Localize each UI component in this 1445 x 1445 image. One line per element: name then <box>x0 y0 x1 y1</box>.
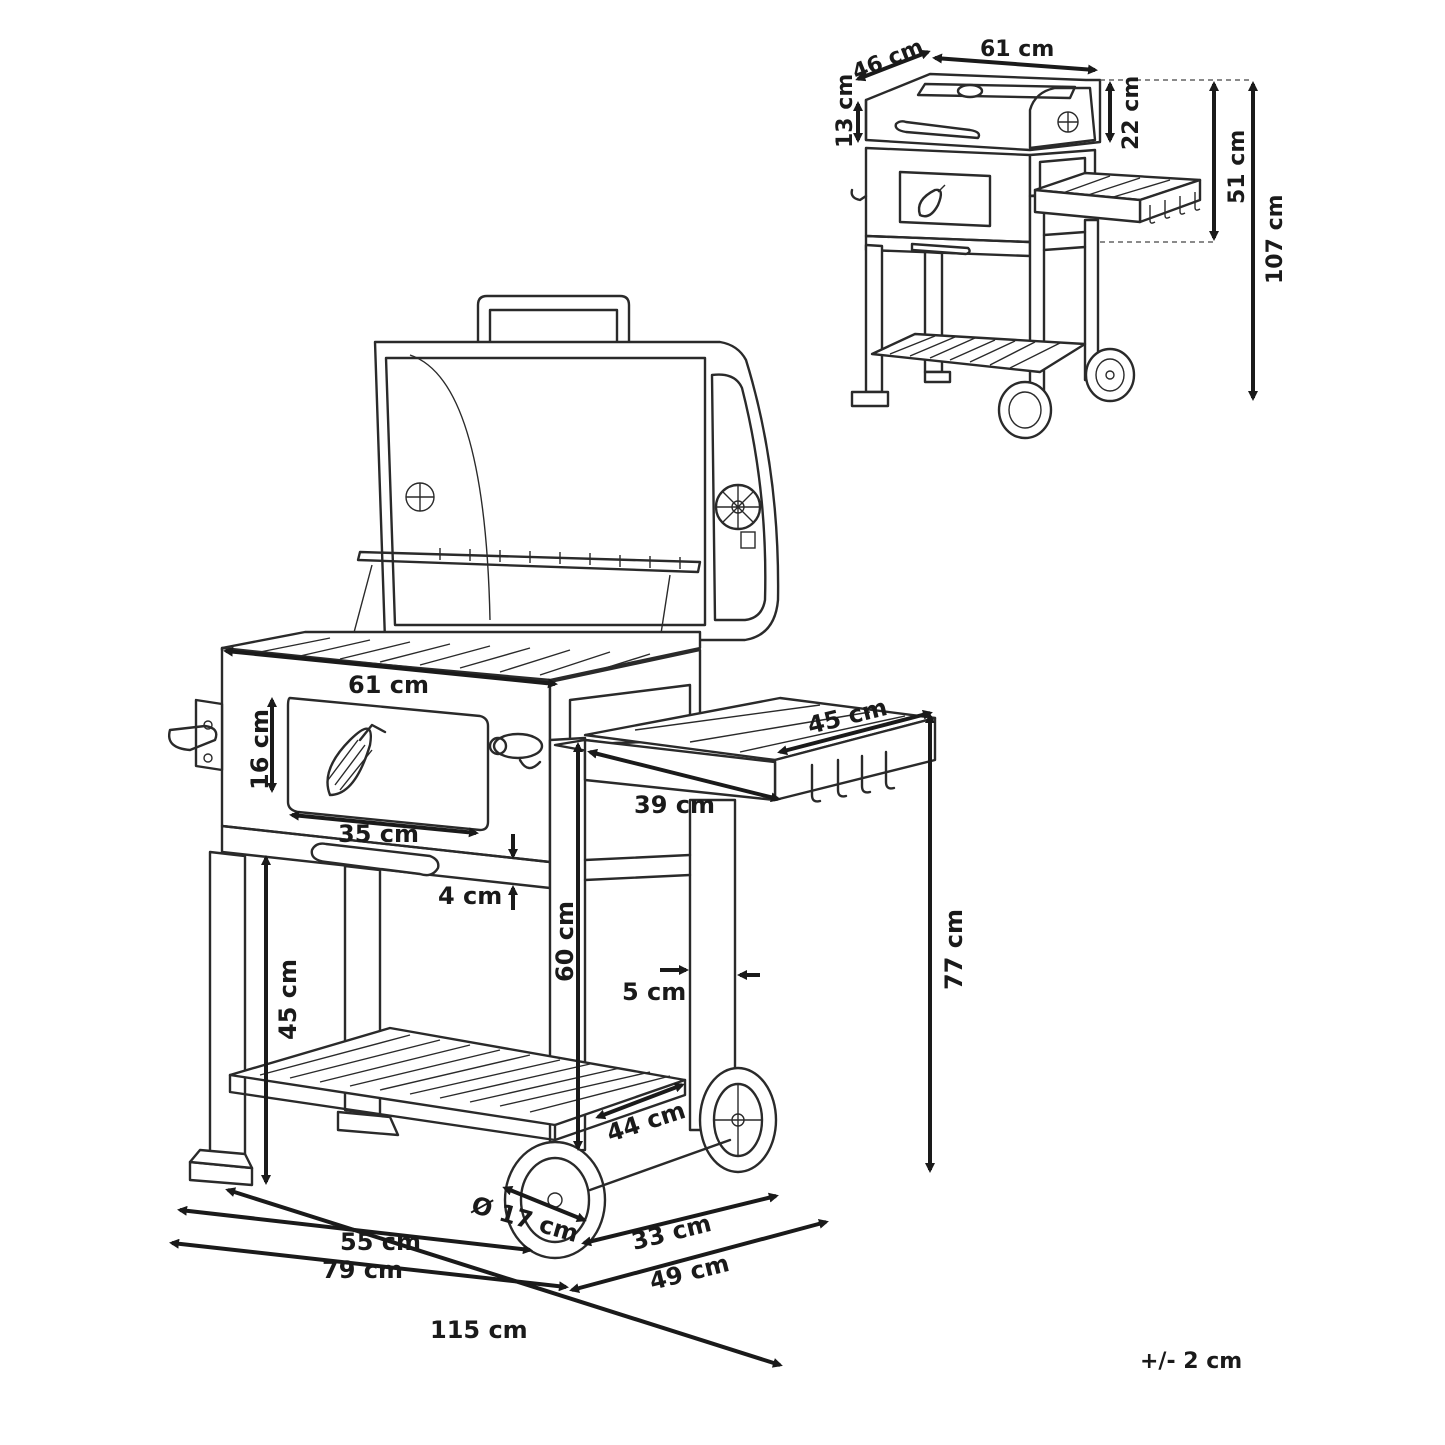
label-leg-height: 45 cm <box>274 959 302 1040</box>
small-hooks-icon <box>1149 192 1201 224</box>
small-rear-wheel-icon <box>1084 347 1136 403</box>
label-small-lid-height: 13 cm <box>833 74 858 148</box>
label-base-width: 55 cm <box>340 1228 421 1256</box>
small-thermometer-icon <box>917 184 946 218</box>
label-leg-width: 5 cm <box>622 978 686 1006</box>
label-small-lid-depth: 22 cm <box>1119 76 1144 150</box>
label-shelf-depth: 39 cm <box>634 791 715 819</box>
label-small-total-height: 107 cm <box>1263 194 1288 284</box>
main-dimension-lines <box>169 646 935 1368</box>
side-handle-icon <box>168 698 224 772</box>
damper-icon <box>714 483 762 549</box>
label-grill-width: 61 cm <box>348 671 429 699</box>
label-total-width: 115 cm <box>430 1316 528 1344</box>
label-small-depth: 46 cm <box>849 35 927 86</box>
tolerance-note: +/- 2 cm <box>1140 1349 1242 1374</box>
label-shelf-height: 77 cm <box>940 909 968 990</box>
rear-wheel-icon <box>698 1066 778 1174</box>
lid-vent-icon <box>405 482 435 512</box>
label-total-depth: 49 cm <box>647 1249 732 1296</box>
small-dimension-lines <box>853 49 1258 401</box>
knob-icon <box>488 732 544 770</box>
label-gap: 4 cm <box>438 882 502 910</box>
label-base-depth: 33 cm <box>629 1209 714 1256</box>
small-front-wheel-icon <box>997 380 1053 440</box>
label-body-width: 79 cm <box>322 1256 403 1284</box>
thermometer-icon <box>326 723 387 797</box>
label-window-width: 35 cm <box>338 820 419 848</box>
main-grill-drawing <box>168 294 937 1260</box>
label-small-width: 61 cm <box>980 37 1054 62</box>
label-body-height: 60 cm <box>551 901 579 982</box>
small-damper-icon <box>1057 111 1079 133</box>
label-small-top-height: 51 cm <box>1225 130 1250 204</box>
label-window-height: 16 cm <box>246 709 274 790</box>
small-grill-drawing <box>850 72 1202 440</box>
hooks-icon <box>810 750 896 803</box>
